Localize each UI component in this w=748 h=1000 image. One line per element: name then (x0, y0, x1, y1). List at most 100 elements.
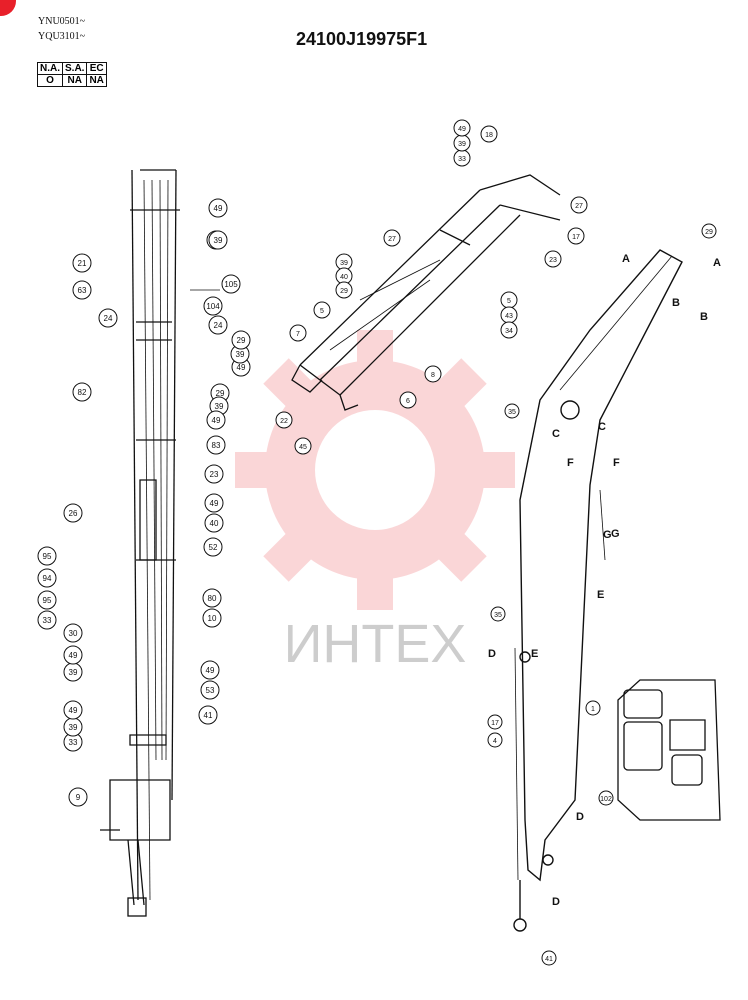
left-callout-circle (200, 680, 220, 700)
right-callout-number: 35 (494, 612, 502, 619)
top-callout-number: 27 (575, 203, 583, 210)
right-callout-number: 4 (493, 738, 497, 745)
left-callout-circle (204, 493, 224, 513)
right-callout-number: 17 (491, 720, 499, 727)
top-callout-number: 43 (505, 313, 513, 320)
left-callout-number: 33 (43, 616, 52, 625)
left-callout-circle (202, 608, 222, 628)
left-callout-number: 33 (69, 738, 78, 747)
view-arrow-label: B (700, 311, 708, 323)
left-callout-number: 83 (212, 441, 221, 450)
boom-top-hose-assembly (291, 174, 561, 411)
left-callout-circle (63, 645, 83, 665)
left-callout-number: 95 (43, 596, 52, 605)
left-callout-circle (72, 382, 92, 402)
left-callout-circle (231, 330, 251, 350)
left-callout-circle (202, 588, 222, 608)
view-arrow-label: D (552, 896, 560, 908)
top-callout-number: 7 (296, 331, 300, 338)
left-callout-number: 63 (78, 286, 87, 295)
top-callout-circle (480, 125, 498, 143)
right-callout-circle (504, 403, 520, 419)
view-arrow-label: B (672, 297, 680, 309)
right-callout-circle (487, 714, 503, 730)
left-callout-number: 49 (212, 416, 221, 425)
left-callout-number: 82 (78, 388, 87, 397)
top-callout-circle (424, 365, 442, 383)
left-callout-number: 49 (69, 706, 78, 715)
view-arrow-label: C (598, 421, 606, 433)
top-callout-number: 45 (299, 444, 307, 451)
left-callout-number: 105 (224, 280, 238, 289)
right-callout-circle (490, 606, 506, 622)
top-callout-circle (294, 437, 312, 455)
left-callout-circle (63, 503, 83, 523)
left-callout-number: 49 (237, 363, 246, 372)
top-callout-number: 23 (549, 257, 557, 264)
view-arrow-label: D (488, 648, 496, 660)
top-callout-number: 34 (505, 328, 513, 335)
left-callout-number: 23 (210, 470, 219, 479)
left-callout-number: 21 (78, 259, 87, 268)
top-callout-number: 33 (458, 156, 466, 163)
left-callout-circle (37, 610, 57, 630)
right-callout-number: 1 (591, 706, 595, 713)
left-callout-circle (204, 513, 224, 533)
part-number-title: 24100J19975F1 (296, 29, 428, 49)
left-callout-number: 24 (104, 314, 113, 323)
left-callout-number: 39 (69, 668, 78, 677)
right-callout-circle (541, 950, 557, 966)
right-callout-number: 41 (545, 956, 553, 963)
left-callout-circle (63, 700, 83, 720)
left-callout-circle (63, 623, 83, 643)
left-callout-circle (68, 787, 88, 807)
serial-range-2: YQU3101~ (38, 31, 86, 42)
left-callout-number: 52 (209, 543, 218, 552)
left-callout-number: 104 (206, 302, 220, 311)
left-callout-number: 80 (208, 594, 217, 603)
left-callout-circle (208, 315, 228, 335)
table-value-ec: NA (86, 74, 107, 87)
cab-detail (617, 679, 721, 821)
right-callout-number: 35 (508, 409, 516, 416)
applicability-table: N.A. S.A. EC O NA NA (37, 62, 107, 87)
right-callout-circle (598, 790, 614, 806)
right-callout-circle (487, 732, 503, 748)
watermark-gear-icon (235, 330, 515, 610)
left-callout-number: 30 (69, 629, 78, 638)
left-callout-number: 39 (214, 236, 223, 245)
view-arrow-label: F (613, 457, 620, 469)
left-callout-circle (198, 705, 218, 725)
top-callout-number: 27 (388, 236, 396, 243)
view-arrow-label: A (713, 257, 721, 269)
boom-silhouette (513, 249, 683, 932)
left-callout-circle (37, 568, 57, 588)
left-callout-circle (208, 198, 228, 218)
left-callout-number: 41 (204, 711, 213, 720)
left-callout-number: 94 (43, 574, 52, 583)
left-callout-number: 49 (210, 499, 219, 508)
left-callout-number: 49 (206, 666, 215, 675)
top-callout-number: 22 (280, 418, 288, 425)
arm-hose-assembly (100, 169, 220, 917)
left-callout-circle (37, 546, 57, 566)
top-callout-number: 17 (572, 234, 580, 241)
left-callout-number: 29 (237, 336, 246, 345)
left-callout-number: 24 (214, 321, 223, 330)
left-callout-circle (204, 464, 224, 484)
left-callout-circle (72, 280, 92, 300)
view-arrow-label: A (622, 253, 630, 265)
left-callout-circle (206, 410, 226, 430)
left-callout-circle (203, 296, 223, 316)
view-arrow-label: E (531, 648, 538, 660)
left-callout-circle (98, 308, 118, 328)
view-arrow-label: E (597, 589, 604, 601)
left-callout-number: 39 (215, 402, 224, 411)
serial-range-1: YNU0501~ (38, 16, 86, 27)
view-arrow-label: F (567, 457, 574, 469)
top-callout-circle (544, 250, 562, 268)
left-callout-circle (72, 253, 92, 273)
top-callout-number: 5 (320, 308, 324, 315)
left-callout-number: 49 (69, 651, 78, 660)
